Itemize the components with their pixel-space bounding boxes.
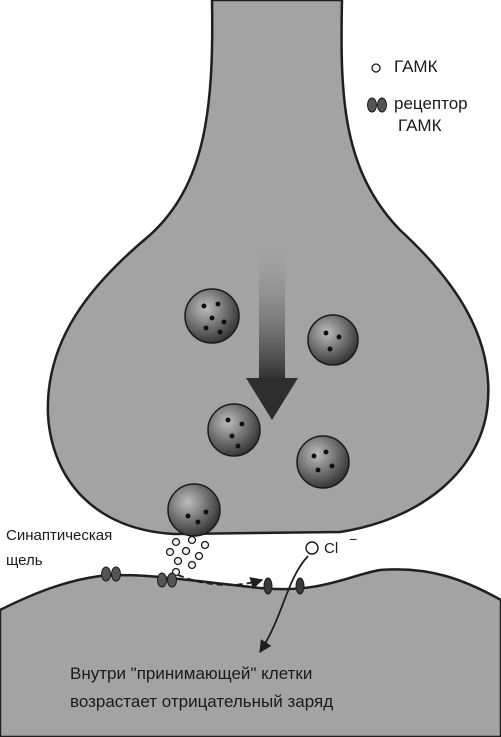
legend-receptor-label-2: ГАМК <box>398 117 441 135</box>
chloride-charge-label: − <box>349 530 357 548</box>
legend-receptor-label: рецептор <box>394 95 468 113</box>
receptor-pair-icon <box>368 98 387 112</box>
small-circle-icon <box>372 64 380 72</box>
caption-line-1: Внутри "принимающей" клетки <box>70 662 312 686</box>
chloride-ion-label: Cl <box>324 540 338 558</box>
synaptic-vesicle <box>308 315 358 365</box>
legend-gaba-label: ГАМК <box>394 58 437 76</box>
chloride-ion-icon <box>306 542 318 554</box>
synaptic-cleft-label: Синаптическая <box>6 527 112 545</box>
released-gaba-molecules <box>167 537 209 576</box>
synaptic-vesicle <box>208 404 260 456</box>
synaptic-vesicle <box>185 289 239 343</box>
fusing-vesicle <box>168 484 220 536</box>
synaptic-cleft-label-2: щель <box>6 552 43 570</box>
synaptic-vesicle <box>297 436 349 488</box>
caption-line-2: возрастает отрицательный заряд <box>70 690 333 714</box>
